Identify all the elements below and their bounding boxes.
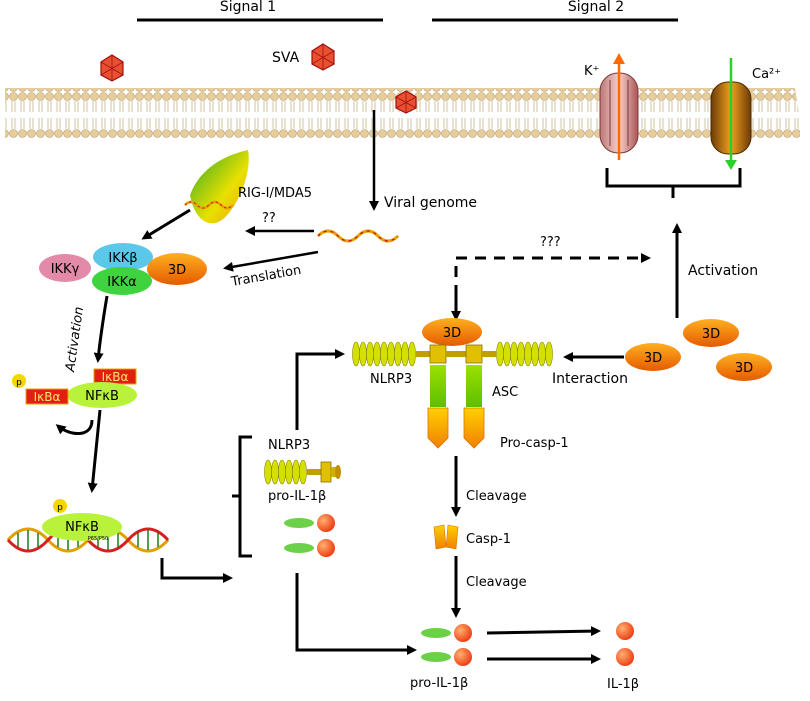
interaction-label: Interaction bbox=[552, 371, 628, 387]
nlrp3-gene-protein bbox=[264, 459, 341, 485]
ca-channel bbox=[710, 58, 752, 170]
nlrp3-lrr-right bbox=[496, 341, 553, 367]
dna-helix bbox=[6, 499, 170, 553]
ikk-gamma-label: IKKγ bbox=[51, 262, 80, 277]
inflammasome-3d bbox=[422, 318, 482, 346]
protein-3d-label: 3D bbox=[168, 263, 186, 278]
nfkb-dna-ellipse bbox=[42, 513, 122, 541]
ca-ion-label: Ca²⁺ bbox=[752, 67, 781, 82]
maturation-arrow-1 bbox=[486, 626, 601, 637]
k-ion-label: K⁺ bbox=[584, 64, 599, 79]
nfkb-ikba-complex bbox=[67, 368, 137, 408]
ikba-free-label: IκBα bbox=[34, 390, 61, 404]
ikk-alpha bbox=[92, 267, 152, 295]
inflammasome-3d-label: 3D bbox=[443, 326, 461, 341]
casp1-protein bbox=[433, 524, 459, 550]
signal-1-label: Signal 1 bbox=[220, 0, 276, 15]
ikk-beta bbox=[93, 243, 153, 271]
protein-3d-trio bbox=[625, 319, 772, 381]
translation-arrow bbox=[223, 250, 319, 272]
pro-il1b-gene-label: pro-IL-1β bbox=[268, 489, 326, 504]
phospho-dna-icon bbox=[53, 499, 67, 513]
ikk-alpha-label: IKKα bbox=[107, 275, 136, 290]
nlrp3-expression-arrow bbox=[295, 349, 345, 430]
ikba-label: IκBα bbox=[102, 370, 129, 384]
phospho-ikba bbox=[12, 374, 69, 405]
trio-3d-label-1: 3D bbox=[702, 327, 720, 342]
rig-to-ikk-arrow bbox=[141, 208, 191, 240]
pro-casp1-left bbox=[427, 407, 449, 449]
nlrp3-label: NLRP3 bbox=[370, 372, 412, 387]
activation-arrow-left bbox=[93, 295, 109, 363]
viral-rna bbox=[316, 229, 400, 243]
channel-bracket bbox=[605, 168, 742, 198]
virus-icon bbox=[311, 43, 335, 71]
activation-left-label: Activation bbox=[63, 306, 87, 374]
mature-il1b bbox=[616, 622, 634, 666]
phospho-dna-label: p bbox=[57, 503, 63, 513]
asc-left bbox=[430, 365, 446, 407]
phospho-icon bbox=[12, 374, 26, 388]
virus-icon bbox=[395, 90, 417, 114]
nfkb-label: NFκB bbox=[85, 389, 119, 404]
ikk-complex bbox=[39, 243, 207, 295]
casp1-label: Casp-1 bbox=[466, 532, 511, 547]
protein-3d bbox=[147, 253, 207, 285]
pro-il1b-gene-proteins bbox=[284, 514, 335, 557]
cleavage-1-label: Cleavage bbox=[466, 489, 527, 504]
pro-casp1-label: Pro-casp-1 bbox=[500, 436, 569, 451]
asc-label: ASC bbox=[492, 385, 518, 400]
phospho-label: p bbox=[16, 378, 22, 388]
ikk-gamma bbox=[39, 254, 91, 282]
il1b-label: IL-1β bbox=[607, 677, 639, 692]
nfkb-dna-label: NFκB bbox=[65, 520, 99, 535]
translation-label: Translation bbox=[229, 263, 302, 290]
k-channel bbox=[599, 53, 639, 160]
nfkb-translocation-arrow bbox=[87, 409, 102, 493]
trio-3d-label-2: 3D bbox=[644, 351, 662, 366]
signal-2-label: Signal 2 bbox=[568, 0, 624, 15]
rig-label: RIG-I/MDA5 bbox=[238, 186, 312, 201]
pro-il1b-label: pro-IL-1β bbox=[410, 676, 468, 691]
unknown-link-arrow bbox=[454, 253, 651, 315]
pro-casp1-right bbox=[463, 407, 485, 449]
signal-2-header: Signal 2 bbox=[432, 0, 678, 22]
trio-3d-label-3: 3D bbox=[735, 361, 753, 376]
nfkb-sub-label: P65/P50 bbox=[88, 536, 108, 542]
viral-genome-label: Viral genome bbox=[384, 195, 477, 211]
sva-label: SVA bbox=[272, 50, 300, 66]
ikba-release-arrow bbox=[55, 419, 94, 435]
rig-unknown-label: ?? bbox=[262, 211, 276, 226]
pro-il1b-expression-arrow bbox=[295, 573, 417, 655]
pro-il1b-proteins bbox=[421, 624, 472, 666]
nfkb-ellipse bbox=[67, 382, 137, 408]
nlrp3-gene-label: NLRP3 bbox=[268, 438, 310, 453]
virus-icon bbox=[100, 54, 124, 82]
gene-bracket bbox=[232, 435, 252, 558]
transcription-arrow bbox=[160, 558, 233, 583]
nlrp3-inflammasome bbox=[352, 318, 553, 449]
asc-right bbox=[466, 365, 482, 407]
activation-right-label: Activation bbox=[688, 263, 758, 279]
ikk-beta-label: IKKβ bbox=[108, 251, 137, 266]
rig-i-mda5-protein bbox=[184, 150, 249, 224]
signal-1-header: Signal 1 bbox=[137, 0, 383, 22]
cleavage-2-label: Cleavage bbox=[466, 575, 527, 590]
unknown-link-label: ??? bbox=[540, 235, 561, 250]
nlrp3-lrr-left bbox=[352, 341, 416, 367]
